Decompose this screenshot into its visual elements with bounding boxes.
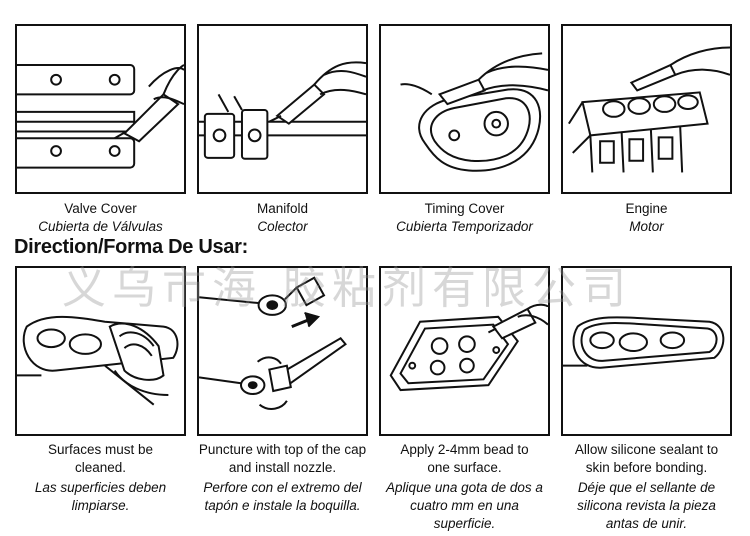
caption-engine: Engine Motor [561, 200, 732, 236]
puncture-nozzle-illustration [199, 268, 366, 434]
caption-step-apply: Apply 2-4mm bead to one surface. Aplique… [379, 441, 550, 533]
apply-bead-illustration [381, 268, 548, 434]
caption-en: Surfaces must be cleaned. [47, 442, 154, 475]
caption-step-skin: Allow silicone sealant to skin before bo… [561, 441, 732, 533]
caption-es: Aplique una gota de dos a cuatro mm en u… [386, 480, 543, 531]
engine-illustration [563, 26, 730, 192]
caption-es: Cubierta Temporizador [396, 219, 533, 234]
caption-step-clean: Surfaces must be cleaned. Las superficie… [15, 441, 186, 515]
caption-en: Apply 2-4mm bead to one surface. [400, 442, 529, 475]
caption-en: Puncture with top of the cap and install… [198, 442, 367, 475]
caption-es: Las superficies deben limpiarse. [34, 480, 167, 513]
caption-en: Timing Cover [424, 201, 505, 216]
caption-en: Engine [625, 201, 668, 216]
valve-cover-illustration [17, 26, 184, 192]
manifold-illustration [199, 26, 366, 192]
caption-timing-cover: Timing Cover Cubierta Temporizador [379, 200, 550, 236]
panel-step-clean [15, 266, 186, 436]
caption-manifold: Manifold Colector [197, 200, 368, 236]
clean-surface-illustration [17, 268, 184, 434]
caption-es: Motor [629, 219, 664, 234]
caption-es: Déje que el sellante de silicona revista… [577, 480, 716, 531]
panel-step-skin [561, 266, 732, 436]
caption-en: Valve Cover [64, 201, 137, 216]
caption-es: Perfore con el extremo del tapón e insta… [203, 480, 362, 513]
caption-en: Allow silicone sealant to skin before bo… [574, 442, 719, 475]
caption-step-puncture: Puncture with top of the cap and install… [197, 441, 368, 515]
panel-valve-cover [15, 24, 186, 194]
panel-step-apply [379, 266, 550, 436]
caption-valve-cover: Valve Cover Cubierta de Válvulas [15, 200, 186, 236]
panel-engine [561, 24, 732, 194]
panel-manifold [197, 24, 368, 194]
section-heading: Direction/Forma De Usar: [14, 236, 248, 258]
caption-es: Cubierta de Válvulas [38, 219, 163, 234]
panel-timing-cover [379, 24, 550, 194]
skin-before-bonding-illustration [563, 268, 730, 434]
panel-step-puncture [197, 266, 368, 436]
caption-es: Colector [257, 219, 308, 234]
timing-cover-illustration [381, 26, 548, 192]
caption-en: Manifold [256, 201, 309, 216]
